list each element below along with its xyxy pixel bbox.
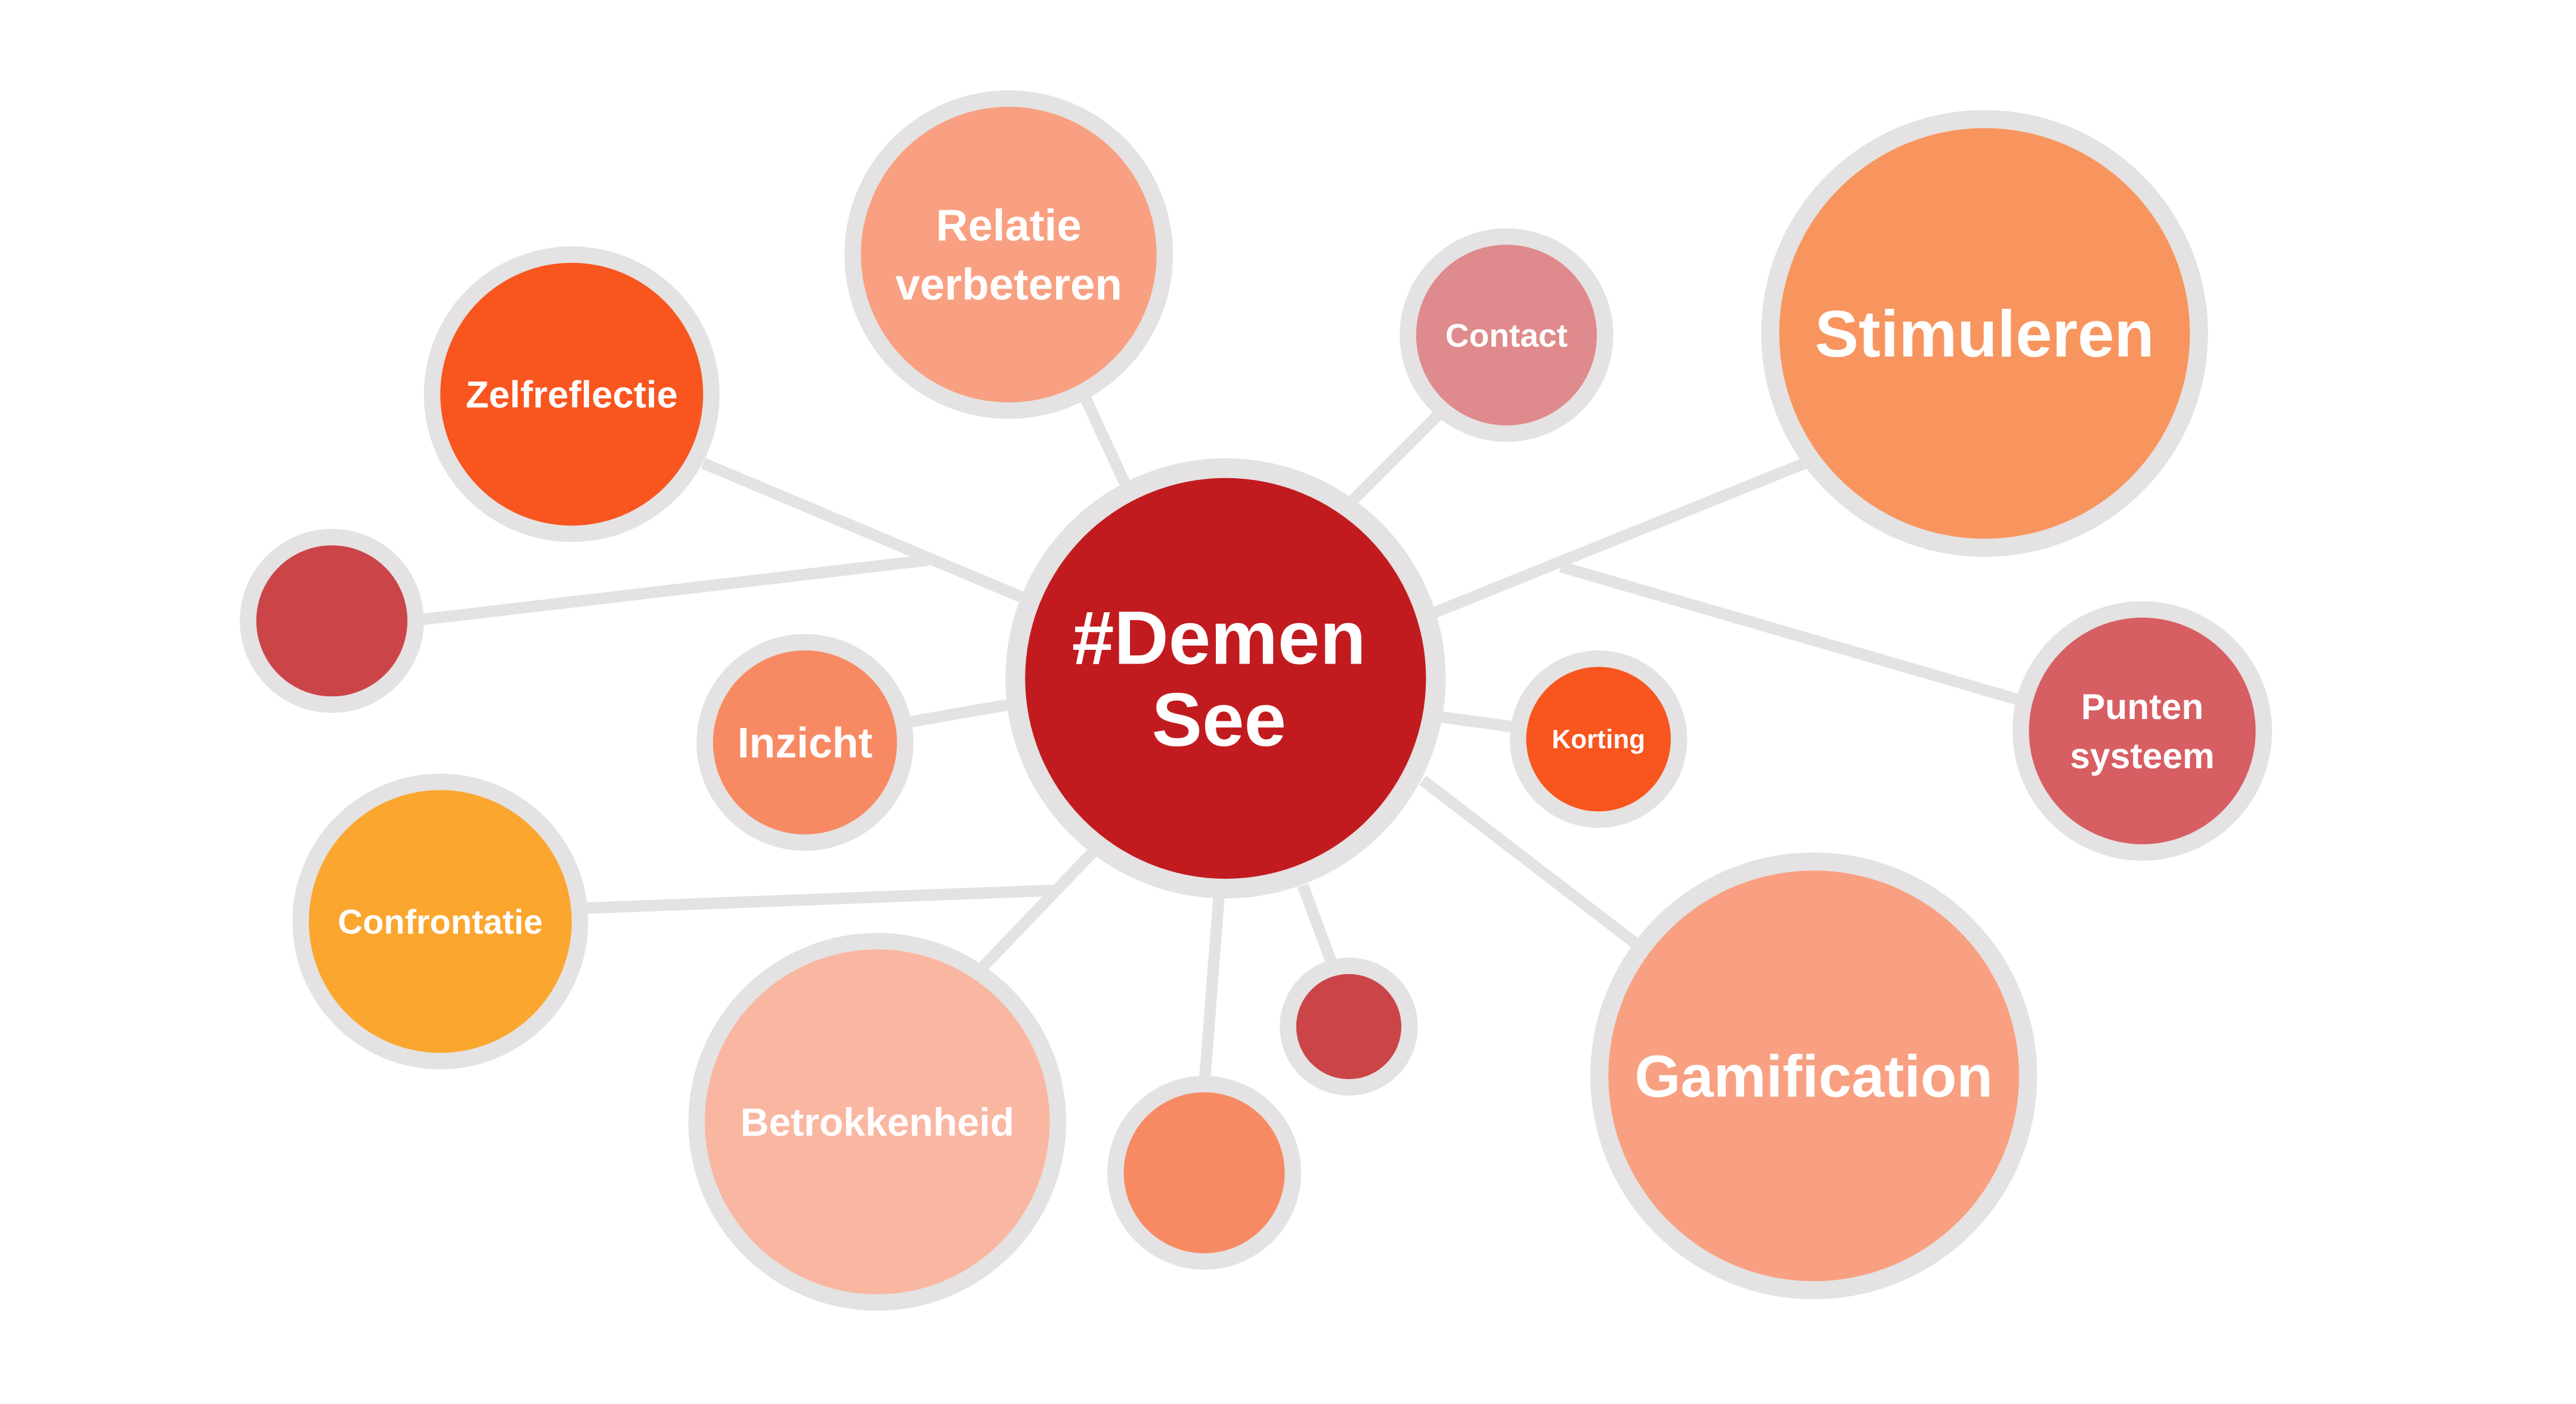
bubble-zelfreflectie: Zelfreflectie: [423, 246, 720, 543]
connector-lines: [410, 393, 2026, 1088]
bubble-fill: [860, 107, 1157, 403]
connector-red-bottom: [1297, 883, 1340, 971]
bubble-relatie-verbeteren: Relatie verbeteren: [844, 90, 1174, 419]
connector-zelfreflectie: [701, 458, 1026, 603]
connector-red-left: [410, 554, 929, 627]
bubble-fill: [1416, 244, 1597, 426]
bubble-fill: [1526, 667, 1671, 812]
connector-punten-systeem: [1559, 561, 2026, 707]
bubble-label: Stimuleren: [1815, 297, 2154, 371]
bubble-fill: [1025, 478, 1426, 879]
bubble-label: Gamification: [1634, 1043, 1993, 1109]
bubble-betrokkenheid: Betrokkenheid: [688, 932, 1067, 1311]
connector-gamification: [1419, 776, 1645, 953]
bubble-label: Relatie: [936, 200, 1082, 250]
bubble-fill: [704, 949, 1050, 1295]
bubble-fill: [1779, 128, 2190, 539]
bubble-inzicht: Inzicht: [696, 634, 914, 851]
bubble-label: #Demen: [1072, 595, 1366, 680]
bubble-gamification: Gamification: [1590, 852, 2038, 1300]
bubble-unlabeled-red-left: [240, 529, 424, 713]
bubble-fill: [1123, 1092, 1285, 1254]
connector-inzicht: [904, 699, 1010, 729]
bubble-label: Korting: [1552, 725, 1645, 754]
bubble-label: Punten: [2081, 686, 2203, 727]
bubble-label: Contact: [1445, 317, 1568, 354]
bubble-contact: Contact: [1400, 228, 1614, 442]
bubble-fill: [308, 790, 572, 1053]
bubble-fill: [1608, 870, 2020, 1281]
connector-contact: [1348, 410, 1444, 506]
bubble-unlabeled-orange-bottom: [1107, 1076, 1302, 1270]
bubble-label: Zelfreflectie: [466, 374, 678, 416]
bubble-fill: [440, 262, 704, 526]
connector-korting: [1433, 710, 1521, 734]
bubble-fill: [2029, 617, 2256, 845]
connector-orange-bottom: [1198, 894, 1225, 1088]
bubble-label: See: [1152, 677, 1286, 762]
bubble-label: Betrokkenheid: [741, 1101, 1014, 1145]
connector-stimuleren: [1432, 456, 1811, 618]
bubble-fill: [256, 545, 408, 697]
bubble-label: verbeteren: [895, 260, 1122, 309]
connector-confrontatie: [581, 884, 1057, 915]
bubble-stimuleren: Stimuleren: [1761, 110, 2208, 557]
bubble-korting: Korting: [1509, 650, 1688, 828]
bubble-fill: [1296, 974, 1402, 1080]
connector-betrokkenheid: [976, 848, 1097, 974]
bubble-unlabeled-red-bottom: [1280, 957, 1418, 1096]
bubble-label: Inzicht: [738, 719, 873, 767]
bubble-label: Confrontatie: [338, 903, 543, 941]
bubble-label: systeem: [2070, 736, 2215, 776]
connector-relatie: [1079, 393, 1132, 491]
bubble-punten-systeem: Punten systeem: [2012, 601, 2272, 861]
bubble-fill: [713, 650, 897, 835]
bubble-confrontatie: Confrontatie: [292, 773, 589, 1070]
